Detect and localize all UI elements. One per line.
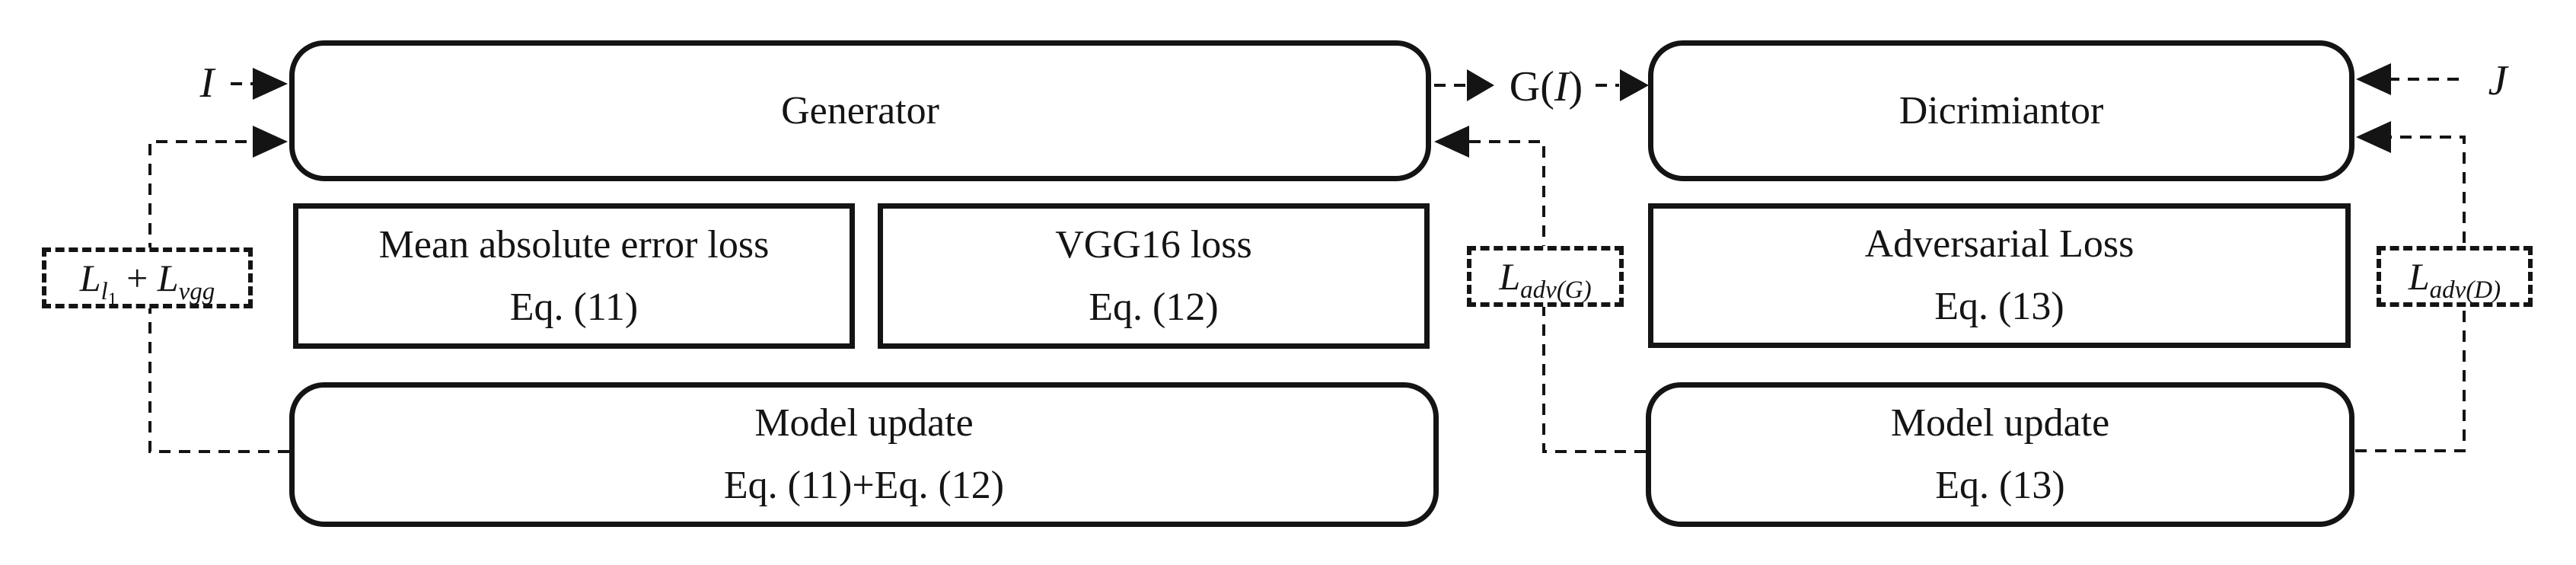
arrowhead-feedback-into-generator-right (1434, 126, 1469, 158)
arrowhead-i-into-generator (253, 68, 288, 100)
vgg-loss-eq: Eq. (12) (1089, 285, 1219, 329)
adv-g-loss-term: Ladv(G) (1499, 255, 1592, 304)
generator-label: Generator (781, 88, 939, 132)
adv-d-loss-term-box: Ladv(D) (2377, 246, 2533, 307)
mae-loss-title: Mean absolute error loss (378, 222, 770, 267)
adv-g-loss-term-box: Ladv(G) (1467, 246, 1624, 307)
vgg-loss-title: VGG16 loss (1055, 222, 1252, 267)
arrowhead-j-into-discriminator (2356, 63, 2391, 95)
adversarial-loss-box: Adversarial Loss Eq. (13) (1648, 203, 2351, 348)
arrowhead-feedback-into-generator-left (253, 126, 288, 158)
input-i-label: I (199, 59, 215, 107)
gen-output-label: G(I) (1509, 63, 1583, 110)
discriminator-update-box: Model update Eq. (13) (1646, 382, 2354, 527)
wire-l1vgg-feedback (148, 140, 289, 453)
generator-update-box: Model update Eq. (11)+Eq. (12) (289, 382, 1439, 527)
mae-loss-box: Mean absolute error loss Eq. (11) (293, 203, 855, 349)
adv-d-loss-term: Ladv(D) (2408, 255, 2501, 304)
arrowhead-gi-into-discriminator (1620, 69, 1649, 101)
input-j-label: J (2488, 57, 2507, 104)
arrowhead-gen-output (1467, 69, 1494, 101)
generator-box: Generator (289, 40, 1431, 181)
generator-update-eq: Eq. (11)+Eq. (12) (723, 464, 1005, 507)
discriminator-box: Dicrimiantor (1648, 40, 2354, 181)
generator-update-title: Model update (754, 401, 974, 445)
mae-loss-eq: Eq. (11) (509, 285, 639, 329)
l1-vgg-loss-term: Ll1 + Lvgg (79, 257, 215, 310)
discriminator-update-title: Model update (1890, 401, 2110, 445)
wire-advg-feedback (1469, 140, 1646, 453)
l1-vgg-loss-term-box: Ll1 + Lvgg (42, 247, 253, 308)
adversarial-loss-title: Adversarial Loss (1864, 222, 2134, 266)
discriminator-update-eq: Eq. (13) (1935, 464, 2065, 507)
arrowhead-feedback-into-discriminator-right (2356, 121, 2391, 153)
adversarial-loss-eq: Eq. (13) (1934, 285, 2064, 328)
vgg-loss-box: VGG16 loss Eq. (12) (878, 203, 1430, 349)
discriminator-label: Dicrimiantor (1899, 88, 2104, 132)
